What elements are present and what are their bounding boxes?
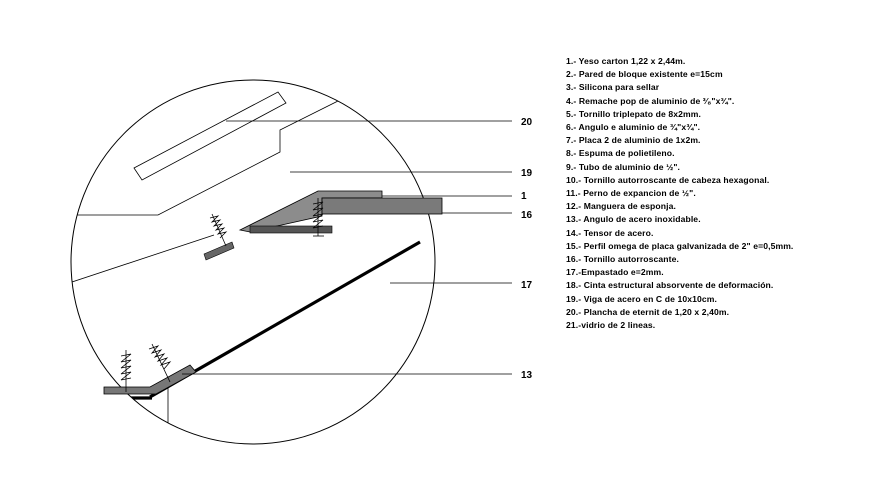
steel-angle-lower: [103, 364, 197, 395]
legend-item: 20.- Plancha de eternit de 1,20 x 2,40m.: [566, 306, 730, 317]
upper-assembly-edge: [71, 234, 215, 287]
legend-item: 18.- Cinta estructural absorvente de def…: [566, 280, 774, 291]
callout-16: 16: [521, 210, 533, 221]
legend-item: 7.- Placa 2 de aluminio de 1x2m.: [566, 135, 701, 146]
omega-profile: [249, 225, 333, 234]
legend-item: 16.- Tornillo autorroscante.: [566, 254, 679, 265]
callout-20: 20: [521, 117, 533, 128]
leader-lines: [182, 120, 512, 375]
callout-13: 13: [521, 370, 533, 381]
glass-strip: [133, 91, 287, 181]
screw-lower-right: [148, 343, 172, 383]
legend-item: 14.- Tensor de acero.: [566, 227, 654, 238]
detail-circle: [70, 79, 436, 445]
legend-item: 2.- Pared de bloque existente e=15cm: [566, 69, 723, 80]
legend-item: 8.- Espuma de polietileno.: [566, 148, 675, 159]
legend-item: 21.-vidrio de 2 lineas.: [566, 320, 656, 331]
legend-item: 6.- Angulo e aluminio de ¾"x¾".: [566, 122, 701, 133]
callout-19: 19: [521, 168, 533, 179]
legend-item: 17.-Empastado e=2mm.: [566, 267, 664, 278]
legend-item: 1.- Yeso carton 1,22 x 2,44m.: [566, 56, 686, 66]
legend-item: 4.- Remache pop de aluminio de ³⁄₈"x¾".: [566, 95, 735, 106]
screw-upper-right: [312, 198, 324, 237]
legend-item: 19.- Viga de acero en C de 10x10cm.: [566, 293, 717, 304]
legend-item: 5.- Tornillo triplepato de 8x2mm.: [566, 108, 701, 119]
legend-item: 3.- Silicona para sellar: [566, 82, 660, 93]
aluminium-plate: [321, 197, 443, 215]
legend-item: 12.- Manguera de esponja.: [566, 201, 676, 212]
legend-item: 15.- Perfil omega de placa galvanizada d…: [566, 240, 794, 251]
screw-upper-left: [209, 213, 228, 247]
screw-lower-left: [120, 350, 132, 392]
legend-item: 9.- Tubo de aluminio de ½".: [566, 161, 681, 172]
legend-item: 10.- Tornillo autorroscante de cabeza he…: [566, 174, 770, 185]
eternit-sheet-outline: [71, 80, 381, 216]
legend-item: 11.- Perno de expancion de ½".: [566, 188, 696, 199]
small-angle-left: [203, 241, 235, 261]
callout-1: 1: [521, 191, 527, 202]
callout-17: 17: [521, 280, 533, 291]
legend-list: 1.- Yeso carton 1,22 x 2,44m. 2.- Pared …: [566, 55, 866, 332]
legend-item: 13.- Angulo de acero inoxidable.: [566, 214, 701, 225]
